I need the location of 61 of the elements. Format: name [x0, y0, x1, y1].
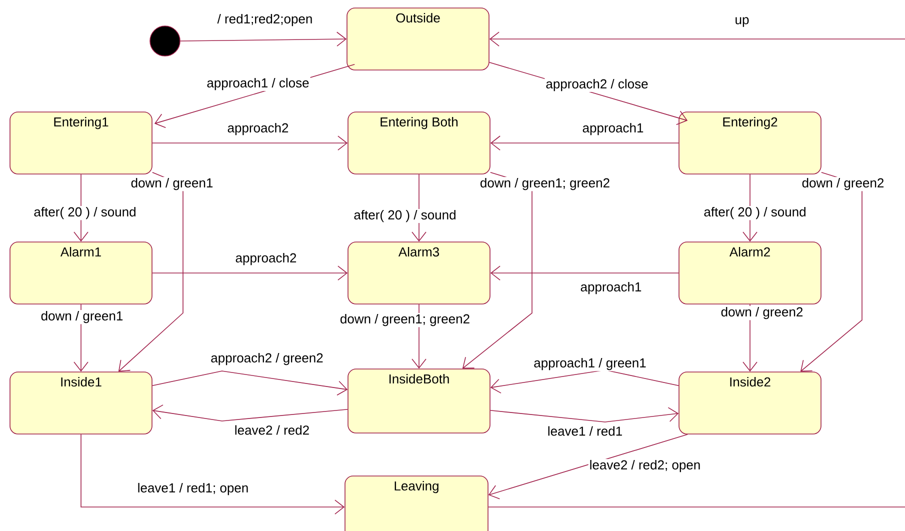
edge-label: approach1 / close	[206, 76, 310, 92]
state-box	[10, 242, 152, 304]
edge-label: leave2 / red2	[233, 424, 311, 436]
transition-arrow	[490, 407, 679, 422]
transition-arrow	[490, 136, 679, 150]
edge-label: leave1 / red1	[546, 425, 624, 437]
edge-label: down / green1; green2	[338, 312, 472, 328]
transition-arrow	[152, 370, 348, 396]
edge-label: approach1 / green1	[532, 356, 648, 372]
edge-label: up	[734, 16, 750, 28]
state-name: Outside	[396, 13, 440, 23]
edge-label: down / green1; green2	[478, 176, 612, 192]
transition-arrow	[488, 434, 688, 500]
edge-label: down / green2	[720, 306, 804, 320]
edge-label: approach2	[226, 122, 290, 136]
transition-arrow	[152, 404, 348, 422]
edge-label: down / green1	[40, 310, 124, 324]
transition-arrow	[800, 172, 862, 372]
transition-arrow	[462, 172, 532, 369]
state-box	[678, 112, 822, 174]
transition-arrow	[118, 172, 184, 372]
edge-label: leave2 / red2; open	[588, 458, 702, 474]
state-box	[10, 112, 152, 174]
initial-state	[150, 26, 180, 56]
state-name: Entering1	[54, 117, 108, 130]
state-box	[348, 112, 490, 174]
state-box	[344, 476, 488, 531]
transition-arrow	[180, 32, 347, 47]
edge-label: approach1	[579, 280, 643, 296]
state-name: Alarm3	[398, 247, 440, 257]
edge-label: approach1	[581, 122, 645, 136]
edge-label: after( 20 ) / sound	[352, 208, 458, 224]
edge-label: after( 20 ) / sound	[32, 206, 138, 220]
state-name: Entering Both	[380, 117, 458, 130]
state-name: InsideBoth	[390, 374, 449, 384]
edge-label: down / green2	[800, 176, 886, 192]
transition-arrow	[152, 266, 348, 280]
state-name: Inside1	[61, 377, 102, 387]
state-name: Inside2	[730, 377, 770, 387]
transition-arrow	[490, 266, 679, 280]
state-box	[348, 368, 490, 434]
state-name: Entering2	[723, 117, 778, 130]
transition-arrow	[80, 434, 345, 514]
edge-label: leave1 / red1; open	[136, 482, 250, 496]
state-box	[678, 372, 822, 434]
transition-arrow	[488, 32, 905, 508]
state-box	[10, 372, 152, 434]
state-name: Alarm2	[729, 247, 770, 257]
state-name: Alarm1	[60, 247, 101, 257]
state-box	[678, 242, 822, 304]
state-name: Leaving	[394, 481, 438, 494]
edge-label: approach2 / close	[544, 78, 650, 92]
transition-arrow	[152, 136, 348, 150]
edge-label: approach2 / green2	[210, 352, 324, 366]
transition-arrow	[490, 370, 679, 394]
state-box	[348, 242, 490, 304]
edge-label: after( 20 ) / sound	[702, 206, 808, 220]
edge-label: down / green1	[130, 176, 214, 192]
edge-label: / red1;red2;open	[216, 12, 314, 28]
edge-label: approach2	[234, 252, 298, 266]
state-box	[346, 8, 490, 70]
